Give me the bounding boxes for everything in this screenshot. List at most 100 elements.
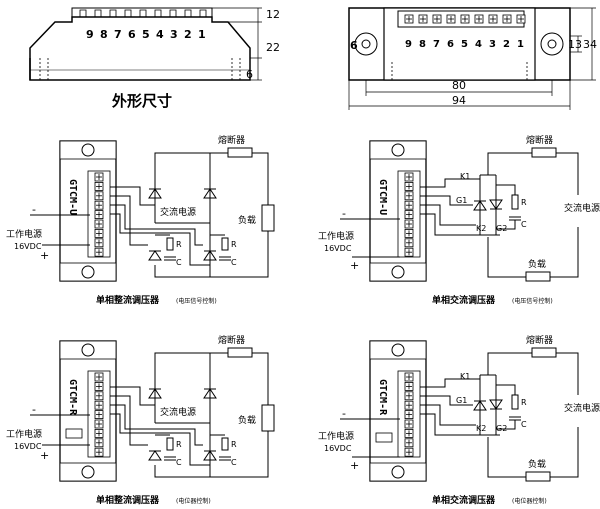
rc-r-label: R — [521, 398, 527, 407]
g2-label: G2 — [496, 224, 507, 233]
ac-source-label: 交流电源 — [160, 406, 196, 418]
module-model-label: GTCM-R — [377, 379, 388, 416]
control-wiring — [420, 378, 500, 436]
rc-c-label: C — [176, 258, 182, 267]
module-model-label: GTCM-U — [377, 179, 388, 215]
top-terminal-6: 6 — [447, 39, 454, 50]
load-label: 负载 — [238, 214, 256, 226]
load-label: 负载 — [528, 458, 546, 470]
top-terminal-1: 1 — [517, 39, 524, 50]
top-terminal-4: 4 — [475, 39, 482, 50]
power-label: 工作电源 — [6, 228, 42, 240]
rc-c-label: C — [231, 258, 237, 267]
module-model-label: GTCM-U — [67, 179, 78, 215]
top-terminal-5: 5 — [461, 39, 468, 50]
side-terminal-6: 6 — [128, 28, 136, 41]
side-terminal-row — [71, 7, 213, 18]
diagram-caption: 单相整流调压器 — [96, 294, 160, 306]
fuse-label: 熔断器 — [526, 134, 553, 146]
side-terminal-8: 8 — [100, 28, 108, 41]
control-wiring — [420, 178, 500, 236]
load-resistor — [261, 404, 275, 432]
load — [525, 271, 551, 282]
power-voltage: 16VDC — [14, 442, 42, 451]
control-wiring — [110, 186, 210, 266]
diagram-caption: 单相整流调压器 — [96, 494, 160, 506]
controller-module: GTCM-U — [369, 140, 427, 282]
dim-22: 22 — [266, 41, 280, 54]
power-label: 工作电源 — [6, 428, 42, 440]
dim-80: 80 — [452, 79, 466, 92]
k1-label: K1 — [460, 172, 470, 181]
top-terminal-7: 7 — [433, 39, 440, 50]
top-terminal-strip — [404, 14, 526, 24]
k1-label: K1 — [460, 372, 470, 381]
rc-r-label: R — [231, 440, 237, 449]
controller-module: GTCM-R — [59, 340, 117, 482]
side-terminal-4: 4 — [156, 28, 164, 41]
power-voltage: 16VDC — [324, 444, 352, 453]
load-label: 负载 — [238, 414, 256, 426]
g1-label: G1 — [456, 396, 467, 405]
power-plus-sign: + — [40, 249, 49, 262]
power-label: 工作电源 — [318, 430, 354, 442]
diagram-caption: 单相交流调压器 — [432, 494, 496, 506]
side-terminal-5: 5 — [142, 28, 150, 41]
power-minus-sign: - — [32, 403, 36, 416]
rc-c-label: C — [231, 458, 237, 467]
diagram-caption-note: (电位器控制) — [176, 497, 211, 505]
side-terminal-1: 1 — [198, 28, 206, 41]
power-minus-sign: - — [342, 207, 346, 220]
wiring-diagram-ac-pot: GTCM-R-+工作电源16VDC熔断器交流电源负载RCK1K2G1G2单相交流… — [318, 334, 600, 506]
diagram-caption-note: (电压信号控制) — [176, 297, 217, 305]
side-terminal-3: 3 — [170, 28, 178, 41]
fuse — [227, 147, 253, 158]
ac-source-label: 交流电源 — [160, 206, 196, 218]
power-minus-sign: - — [342, 407, 346, 420]
side-terminal-2: 2 — [184, 28, 192, 41]
side-body-outline — [29, 16, 251, 81]
dim-6: 6 — [246, 68, 253, 81]
potentiometer — [65, 428, 83, 439]
fuse-label: 熔断器 — [218, 334, 245, 346]
power-voltage: 16VDC — [324, 244, 352, 253]
rc-r-label: R — [176, 240, 182, 249]
fuse — [531, 147, 557, 158]
wiring-diagram-ac-voltage: GTCM-U-+工作电源16VDC熔断器交流电源负载RCK1K2G1G2单相交流… — [318, 134, 600, 306]
fuse-label: 熔断器 — [526, 334, 553, 346]
g2-label: G2 — [496, 424, 507, 433]
side-terminal-9: 9 — [86, 28, 94, 41]
thyristor — [148, 250, 162, 261]
power-minus-sign: - — [32, 203, 36, 216]
controller-module: GTCM-U — [59, 140, 117, 282]
load — [525, 471, 551, 482]
hole-dim-6: 6 — [350, 39, 358, 52]
rc-c-label: C — [521, 420, 527, 429]
dim-94: 94 — [452, 94, 466, 107]
dim-34: 34 — [583, 38, 597, 51]
outline-title: 外形尺寸 — [111, 92, 172, 110]
wiring-diagram-rectifier-voltage: GTCM-U-+工作电源16VDC熔断器负载交流电源RCRC单相整流调压器(电压… — [6, 134, 275, 306]
potentiometer — [375, 432, 393, 443]
power-label: 工作电源 — [318, 230, 354, 242]
fuse — [531, 347, 557, 358]
rc-r-label: R — [231, 240, 237, 249]
power-plus-sign: + — [40, 449, 49, 462]
k2-label: K2 — [476, 224, 486, 233]
power-input: - + 工作电源 16VDC — [6, 403, 90, 462]
side-terminal-7: 7 — [114, 28, 122, 41]
diagram-caption: 单相交流调压器 — [432, 294, 496, 306]
diagram-caption-note: (电压信号控制) — [512, 297, 553, 305]
fuse-label: 熔断器 — [218, 134, 245, 146]
rc-c-label: C — [521, 220, 527, 229]
load-resistor — [261, 204, 275, 232]
dim-12: 12 — [266, 8, 280, 21]
ac-source-label: 交流电源 — [564, 402, 600, 414]
